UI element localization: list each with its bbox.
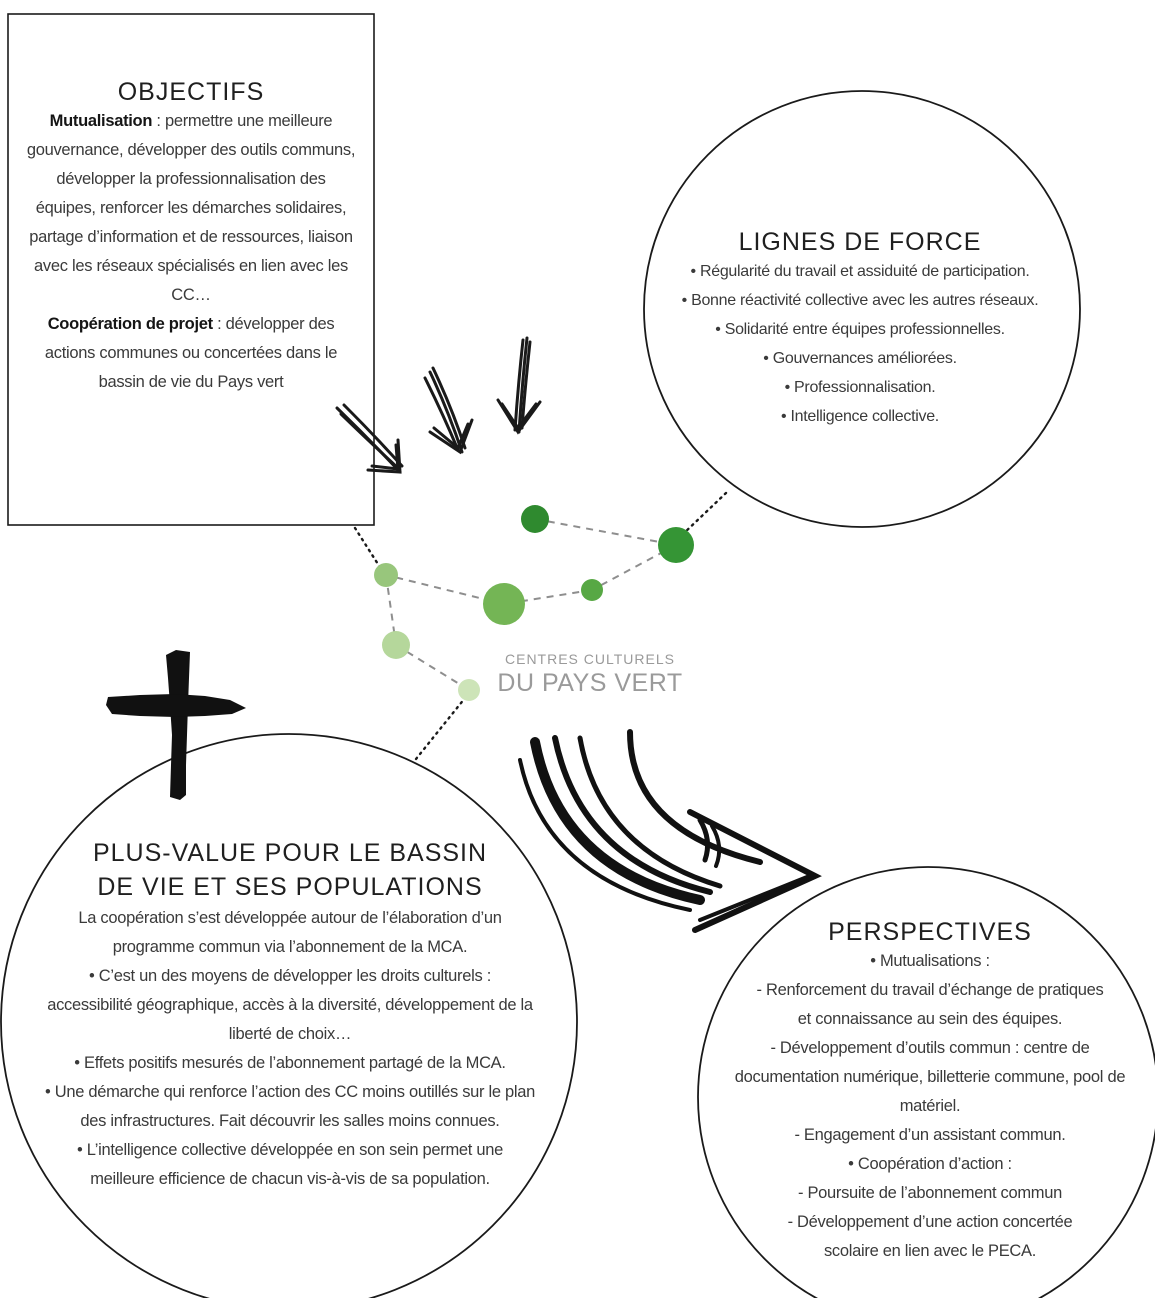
objectives-line-text: équipes, renforcer les démarches solidai… bbox=[35, 199, 347, 217]
value-text-line: • C’est un des moyens de développer les … bbox=[88, 967, 491, 985]
value-text-line: • Une démarche qui renforce l’action des… bbox=[44, 1083, 536, 1101]
value-text-line: liberté de choix… bbox=[228, 1025, 352, 1043]
perspectives-text-line: - Renforcement du travail d’échange de p… bbox=[756, 981, 1104, 999]
objectives-line-text: avec les réseaux spécialisés en lien ave… bbox=[34, 257, 348, 275]
forces-title: LIGNES DE FORCE bbox=[738, 228, 982, 256]
objectives-panel: OBJECTIFS Mutualisation : permettre une … bbox=[8, 78, 374, 397]
value-text: La coopération s’est développée autour d… bbox=[10, 904, 570, 1194]
objectives-line-text: développer la professionnalisation des bbox=[56, 170, 326, 188]
perspectives-text-line: • Coopération d’action : bbox=[848, 1155, 1012, 1173]
curved-arrow-icon bbox=[518, 729, 822, 933]
objectives-text-line: développer la professionnalisation des bbox=[8, 165, 374, 194]
network-label-small: CENTRES CULTURELS bbox=[505, 651, 675, 667]
objectives-line-text: partage d’information et de ressources, … bbox=[29, 228, 353, 246]
node-pale bbox=[458, 679, 480, 701]
perspectives-title: PERSPECTIVES bbox=[828, 918, 1032, 946]
forces-list-item: • Intelligence collective. bbox=[781, 408, 939, 425]
objectives-text-line: CC… bbox=[8, 281, 374, 310]
perspectives-text-line: documentation numérique, billetterie com… bbox=[734, 1068, 1126, 1086]
perspectives-text-line: scolaire en lien avec le PECA. bbox=[823, 1242, 1037, 1260]
perspectives-panel: PERSPECTIVES • Mutualisations : - Renforc… bbox=[700, 918, 1155, 1266]
value-text-line: • L’intelligence collective développée e… bbox=[77, 1141, 503, 1159]
forces-list-item: • Gouvernances améliorées. bbox=[763, 350, 957, 367]
objectives-text: Mutualisation : permettre une meilleure g… bbox=[8, 107, 374, 397]
value-text-line: meilleure efficience de chacun vis-à-vis… bbox=[90, 1170, 490, 1188]
perspectives-text-line: - Poursuite de l’abonnement commun bbox=[797, 1184, 1063, 1202]
node-large bbox=[483, 583, 525, 625]
value-text-line: • Effets positifs mesurés de l’abonnemen… bbox=[74, 1054, 506, 1072]
network-nodes bbox=[374, 505, 694, 701]
perspectives-text-line: - Engagement d’un assistant commun. bbox=[794, 1126, 1066, 1144]
objectives-text-line: gouvernance, développer des outils commu… bbox=[8, 136, 374, 165]
objectives-line-text: gouvernance, développer des outils commu… bbox=[26, 141, 356, 159]
objectives-text-line: partage d’information et de ressources, … bbox=[8, 223, 374, 252]
value-title-line-2: DE VIE ET SES POPULATIONS bbox=[97, 873, 483, 901]
objectives-line-text: : permettre une meilleure bbox=[152, 112, 333, 130]
objectives-title: OBJECTIFS bbox=[117, 78, 265, 106]
perspectives-text: • Mutualisations : - Renforcement du trav… bbox=[700, 947, 1155, 1266]
perspectives-text-line: • Mutualisations : bbox=[870, 952, 990, 970]
value-panel: PLUS-VALUE POUR LE BASSIN DE VIE ET SES … bbox=[10, 836, 570, 1194]
forces-panel: LIGNES DE FORCE • Régularité du travail … bbox=[650, 228, 1070, 431]
value-text-line: programme commun via l’abonnement de la … bbox=[112, 938, 468, 956]
node-dark-2 bbox=[658, 527, 694, 563]
objectives-keyword: Coopération de projet bbox=[47, 315, 213, 333]
node-light-2 bbox=[382, 631, 410, 659]
forces-circle bbox=[643, 90, 1081, 528]
forces-list-item: • Solidarité entre équipes professionnel… bbox=[715, 321, 1005, 338]
connector-objectives bbox=[353, 526, 385, 574]
perspectives-text-line: et connaissance au sein des équipes. bbox=[797, 1010, 1063, 1028]
connector-forces bbox=[680, 491, 728, 537]
objectives-line-text: CC… bbox=[171, 286, 211, 304]
objectives-text-line: équipes, renforcer les démarches solidai… bbox=[8, 194, 374, 223]
forces-list-item: • Régularité du travail et assiduité de … bbox=[690, 263, 1030, 280]
objectives-box bbox=[7, 13, 375, 526]
objectives-keyword: Mutualisation bbox=[49, 112, 153, 130]
down-arrows-icon bbox=[335, 336, 542, 474]
node-light-1 bbox=[374, 563, 398, 587]
perspectives-text-line: - Développement d’une action concertée bbox=[787, 1213, 1073, 1231]
forces-list: • Régularité du travail et assiduité de … bbox=[650, 257, 1070, 431]
connector-value bbox=[414, 696, 467, 761]
objectives-text-line: Coopération de projet : développer des bbox=[8, 310, 374, 339]
network-label: CENTRES CULTURELS DU PAYS VERT bbox=[480, 651, 700, 698]
value-text-line: accessibilité géographique, accès à la d… bbox=[47, 996, 533, 1014]
objectives-text-line: bassin de vie du Pays vert bbox=[8, 368, 374, 397]
value-text-line: La coopération s’est développée autour d… bbox=[78, 909, 502, 927]
perspectives-text-line: matériel. bbox=[899, 1097, 961, 1115]
objectives-line-text: : développer des bbox=[212, 315, 335, 333]
perspectives-text-line: - Développement d’outils commun : centre… bbox=[770, 1039, 1090, 1057]
value-title-line-1: PLUS-VALUE POUR LE BASSIN bbox=[92, 839, 488, 867]
value-circle bbox=[0, 733, 578, 1298]
node-mid bbox=[581, 579, 603, 601]
forces-list-item: • Bonne réactivité collective avec les a… bbox=[681, 292, 1039, 309]
perspectives-circle bbox=[697, 866, 1155, 1298]
dotted-connectors bbox=[353, 491, 728, 761]
network-label-big: DU PAYS VERT bbox=[497, 669, 683, 697]
objectives-line-text: bassin de vie du Pays vert bbox=[98, 373, 284, 391]
plus-brush-icon bbox=[106, 650, 246, 800]
value-text-line: des infrastructures. Fait découvrir les … bbox=[80, 1112, 500, 1130]
objectives-text-line: avec les réseaux spécialisés en lien ave… bbox=[8, 252, 374, 281]
objectives-line-text: actions communes ou concertées dans le bbox=[44, 344, 338, 362]
objectives-text-line: Mutualisation : permettre une meilleure bbox=[8, 107, 374, 136]
forces-list-item: • Professionnalisation. bbox=[784, 379, 936, 396]
objectives-text-line: actions communes ou concertées dans le bbox=[8, 339, 374, 368]
node-dark-1 bbox=[521, 505, 549, 533]
